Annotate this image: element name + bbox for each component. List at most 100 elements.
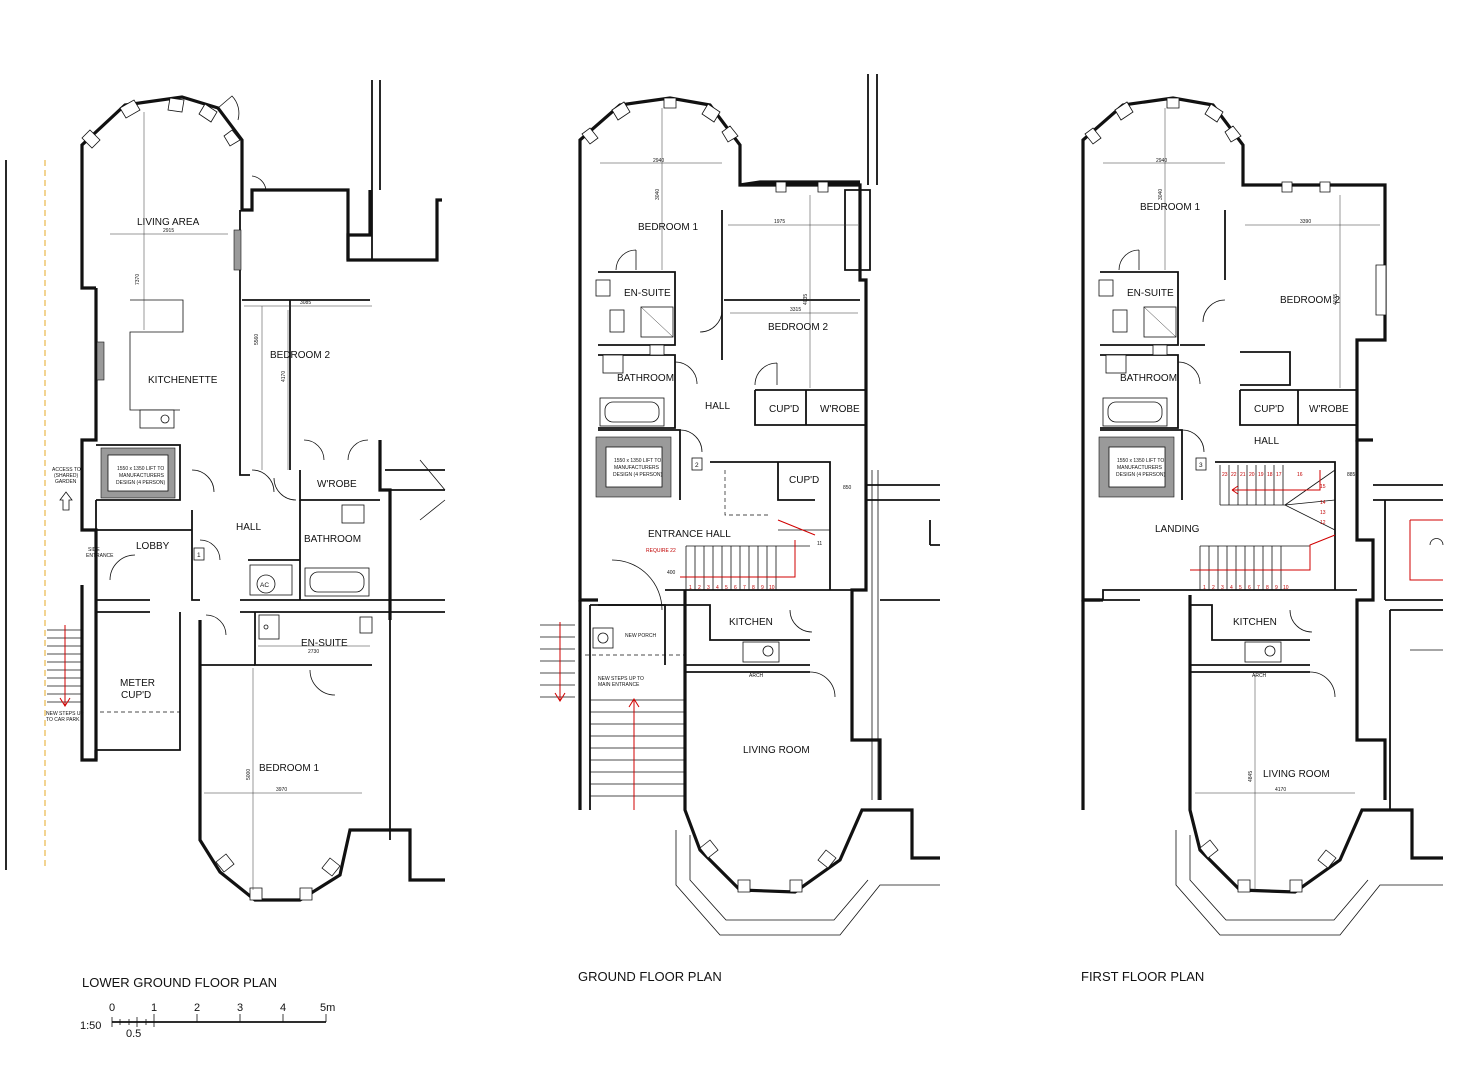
room-label-meter: METER [120,678,155,689]
g-stair-num-10: 10 [769,585,775,591]
g-stair-num-7: 7 [743,585,746,591]
f-room-label-bedroom-2: BEDROOM 2 [1280,295,1340,306]
plan-title-lower: LOWER GROUND FLOOR PLAN [82,975,277,990]
room-label-en-suite: EN-SUITE [301,638,348,649]
scale-tick-2: 2 [194,1002,200,1014]
steps-note-line1: NEW STEPS UP [46,711,84,717]
f-stair-num-9: 9 [1275,585,1278,591]
f-stair-top-16: 16 [1297,472,1303,478]
g-room-label-bedroom-2: BEDROOM 2 [768,322,828,333]
f-stair-top-23: 23 [1222,472,1228,478]
f-stair-top-22: 22 [1231,472,1237,478]
f-stair-top-20: 20 [1249,472,1255,478]
g-note-arch: ARCH [749,673,764,679]
f-dim-bed2-h: 4035 [1333,294,1339,305]
access-note-line2: (SHARED) [54,473,79,479]
g-dim-bed1-h: 3040 [655,189,661,200]
g-stair-top: 11 [817,541,822,547]
g-dim-stair: 400 [667,570,676,576]
room-label-hall: HALL [236,522,261,533]
g-stair-num-3: 3 [707,585,710,591]
f-room-label-cupd: CUP'D [1254,404,1284,415]
g-room-label-cupd-2: CUP'D [789,475,819,486]
scale-tick-3: 3 [237,1002,243,1014]
dim-bedroom2-width: 3085 [300,300,311,306]
scale-bar [111,1014,327,1027]
f-lift-note-line1: 1550 x 1350 LIFT TO [1117,458,1164,464]
scale-ratio: 1:50 [80,1020,101,1032]
g-room-label-kitchen: KITCHEN [729,617,773,628]
f-lift-number: 3 [1199,462,1203,469]
f-room-label-bathroom: BATHROOM [1120,373,1177,384]
g-steps-note-line1: NEW STEPS UP TO [598,676,644,682]
f-stair-side-15: 15 [1320,484,1326,490]
g-lift-note-line1: 1550 x 1350 LIFT TO [614,458,661,464]
f-room-label-en-suite: EN-SUITE [1127,288,1174,299]
f-stair-num-1: 1 [1203,585,1206,591]
f-dim-bed1-w: 2940 [1156,158,1167,164]
lower-ground-floor-plan [5,80,446,902]
f-stair-num-6: 6 [1248,585,1251,591]
f-room-label-bedroom-1: BEDROOM 1 [1140,202,1200,213]
plan-title-ground: GROUND FLOOR PLAN [578,969,722,984]
room-label-lobby: LOBBY [136,541,170,552]
g-dim-bed2-h: 4035 [803,294,809,305]
f-note-arch: ARCH [1252,673,1267,679]
f-dim-bed1-h: 3040 [1158,189,1164,200]
steps-note-line2: TO CAR PARK [46,717,80,723]
g-stair-num-2: 2 [698,585,701,591]
f-stair-num-7: 7 [1257,585,1260,591]
ac-label: AC [260,582,269,589]
f-stair-num-3: 3 [1221,585,1224,591]
dim-bedroom2-height1: 5560 [254,334,260,345]
f-stair-top-19: 19 [1258,472,1264,478]
g-dim-bed2-w: 3315 [790,307,801,313]
g-stair-num-1: 1 [689,585,692,591]
g-room-label-cupd: CUP'D [769,404,799,415]
g-stair-num-6: 6 [734,585,737,591]
lift-number: 1 [197,552,201,559]
access-note-line1: ACCESS TO [52,467,81,473]
g-lift-number: 2 [695,462,699,469]
f-room-label-living-room: LIVING ROOM [1263,769,1330,780]
dim-living-width: 2915 [163,228,174,234]
scale-tick-0: 0 [109,1002,115,1014]
f-lift-note-line2: MANUFACTURERS [1117,465,1163,471]
f-stair-top-21: 21 [1240,472,1246,478]
f-stair-num-8: 8 [1266,585,1269,591]
dim-bedroom1-width: 3970 [276,787,287,793]
g-stair-num-8: 8 [752,585,755,591]
g-room-label-hall: HALL [705,401,730,412]
f-stair-side-14: 14 [1320,500,1326,506]
g-room-label-entrance-hall: ENTRANCE HALL [648,529,731,540]
f-stair-num-2: 2 [1212,585,1215,591]
g-stair-num-4: 4 [716,585,719,591]
f-stair-side-13: 13 [1320,510,1326,516]
plan-title-first: FIRST FLOOR PLAN [1081,969,1204,984]
g-note-require: REQUIRE 22 [646,548,676,554]
dim-bedroom1-height: 5000 [246,769,252,780]
scale-tick-5m: 5m [320,1002,335,1014]
access-note-line3: GARDEN [55,479,77,485]
f-stair-num-4: 4 [1230,585,1233,591]
f-dim-bed2-w: 3390 [1300,219,1311,225]
g-room-label-living-room: LIVING ROOM [743,745,810,756]
f-room-label-landing: LANDING [1155,524,1200,535]
g-room-label-en-suite: EN-SUITE [624,288,671,299]
g-stair-numbers: 1 2 3 4 5 6 7 8 9 10 [689,585,775,591]
g-dim-bed1-w: 2940 [653,158,664,164]
room-label-bathroom: BATHROOM [304,534,361,545]
room-label-wardrobe: W'ROBE [317,479,357,490]
f-stair-num-10: 10 [1283,585,1289,591]
f-room-label-kitchen: KITCHEN [1233,617,1277,628]
g-room-label-bathroom: BATHROOM [617,373,674,384]
f-lift-note-line3: DESIGN (4 PERSON) [1116,472,1166,478]
ground-floor-plan [540,74,940,936]
f-stair-side-12: 12 [1320,520,1326,526]
room-label-bedroom-2: BEDROOM 2 [270,350,330,361]
g-room-label-bedroom-1: BEDROOM 1 [638,222,698,233]
g-dim-right: 850 [843,485,852,491]
room-label-kitchenette: KITCHENETTE [148,375,218,386]
f-stair-num-5: 5 [1239,585,1242,591]
